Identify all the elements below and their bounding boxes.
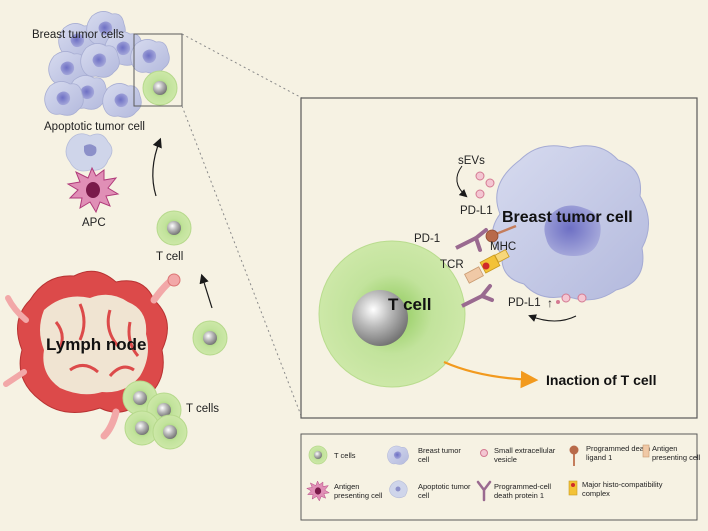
arrow-sev-release <box>528 314 577 322</box>
tcr-mhc-complex <box>464 249 510 284</box>
svg-text:death protein 1: death protein 1 <box>494 491 544 500</box>
legend-item-apc: Antigen presenting cell <box>306 480 383 502</box>
svg-text:T cells: T cells <box>334 451 356 460</box>
svg-text:vesicle: vesicle <box>494 455 517 464</box>
label-t-cells: T cells <box>186 403 219 415</box>
svg-text:cell: cell <box>418 455 430 464</box>
t-cell-large <box>318 240 466 388</box>
label-pdl1-bottom: PD-L1 <box>508 297 541 309</box>
label-apc: APC <box>82 217 106 229</box>
label-apoptotic-tumor-cell: Apoptotic tumor cell <box>44 121 145 133</box>
svg-text:Antigen: Antigen <box>652 444 677 453</box>
legend-item-t-cells: T cells <box>308 445 356 465</box>
t-cell-migrating <box>192 320 228 356</box>
svg-text:Major histo-compatibility: Major histo-compatibility <box>582 480 663 489</box>
svg-text:complex: complex <box>582 489 610 498</box>
svg-text:cell: cell <box>418 491 430 500</box>
legend-item-antigen-presenting-cell-receptor: Antigen presenting cell <box>642 444 701 462</box>
t-cells-cluster <box>122 380 188 450</box>
legend-item-mhc: Major histo-compatibility complex <box>568 480 663 498</box>
svg-text:Small extracellular: Small extracellular <box>494 446 556 455</box>
label-mhc: MHC <box>490 241 516 253</box>
label-breast-tumor-cells: Breast tumor cells <box>32 29 124 41</box>
legend-item-pd1: Programmed-cell death protein 1 <box>476 480 551 502</box>
tumor-cell <box>44 80 84 116</box>
legend-box <box>300 433 698 521</box>
tumor-cell <box>80 42 120 78</box>
arrow-sevs <box>456 165 468 198</box>
label-pd1: PD-1 <box>414 233 440 245</box>
apc-cell <box>66 166 120 214</box>
svg-text:presenting cell: presenting cell <box>334 491 383 500</box>
lymph-node <box>3 270 181 440</box>
label-lymph-node: Lymph node <box>46 335 146 354</box>
label-sevs: sEVs <box>458 155 485 167</box>
legend-item-apoptotic-tumor-cell: Apoptotic tumor cell <box>389 480 471 500</box>
label-t-cell-large: T cell <box>388 295 431 314</box>
arrow-inaction <box>443 360 539 389</box>
svg-text:Antigen: Antigen <box>334 482 359 491</box>
legend-item-breast-tumor-cell: Breast tumor cell <box>387 445 461 465</box>
svg-text:presenting cell: presenting cell <box>652 453 701 462</box>
tumor-cell <box>130 38 170 74</box>
sev-vesicles-bottom <box>556 293 587 304</box>
zoom-connector-top <box>181 33 303 99</box>
label-tcr: TCR <box>440 259 464 271</box>
svg-text:Breast tumor: Breast tumor <box>418 446 461 455</box>
arrow-tcell-to-tumor <box>152 137 162 197</box>
svg-text:ligand 1: ligand 1 <box>586 453 612 462</box>
svg-text:Programmed-cell: Programmed-cell <box>494 482 551 491</box>
svg-text:Programmed death: Programmed death <box>586 444 650 453</box>
arrow-lymph-to-tcell <box>199 273 213 309</box>
legend-item-sev: Small extracellular vesicle <box>480 446 556 464</box>
t-cell-activated <box>156 210 192 246</box>
label-t-cell: T cell <box>156 251 183 263</box>
pd1-receptor-top <box>455 228 488 252</box>
label-pdl1-up-arrow: ↑ <box>547 296 553 310</box>
apoptotic-tumor-cell <box>65 133 113 172</box>
label-breast-tumor-cell: Breast tumor cell <box>502 209 633 226</box>
label-inaction: Inaction of T cell <box>546 372 656 388</box>
t-cell-in-cluster <box>142 70 178 106</box>
pd1-receptor-bottom <box>461 284 494 308</box>
zoom-source-box <box>133 33 183 107</box>
tumor-cell <box>102 82 142 118</box>
label-pdl1-top: PD-L1 <box>460 205 493 217</box>
pdl1-ligand <box>485 224 517 243</box>
legend-item-pdl1: Programmed death ligand 1 <box>569 444 650 466</box>
sev-vesicles-top <box>475 171 495 199</box>
svg-text:Apoptotic tumor: Apoptotic tumor <box>418 482 471 491</box>
zoom-connector-bottom <box>181 105 303 419</box>
